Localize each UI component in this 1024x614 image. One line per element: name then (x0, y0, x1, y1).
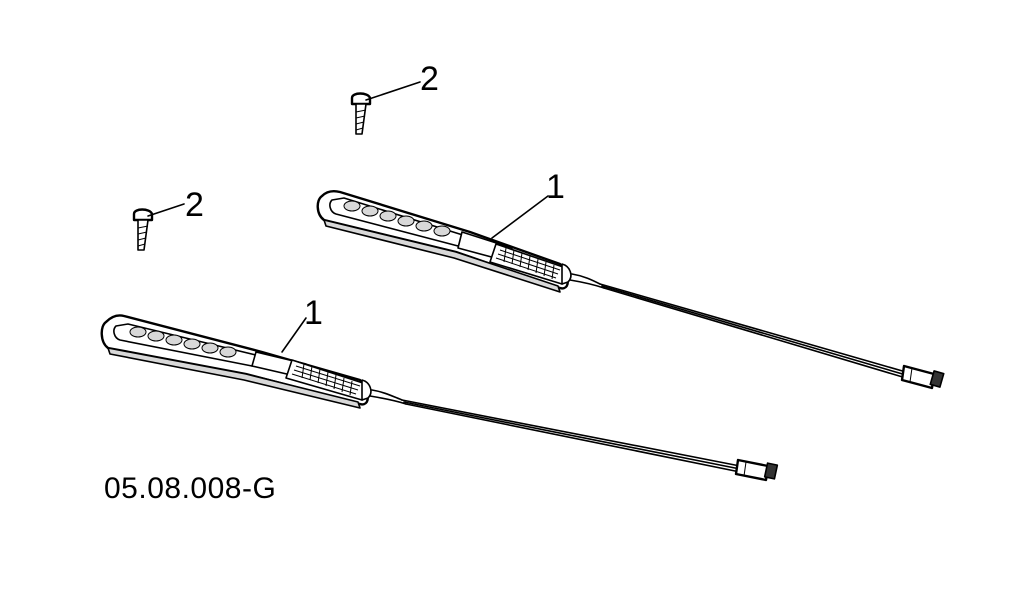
cable-upper (599, 283, 907, 379)
callout-label: 2 (420, 60, 439, 98)
drawing-code: 05.08.008-G (104, 472, 277, 505)
callout-2-upper: 2 (365, 60, 439, 101)
callout-1-lower: 1 (281, 294, 323, 353)
screw-lower (132, 208, 154, 251)
connector-lower (734, 458, 779, 482)
cable-lower (401, 399, 741, 473)
callout-label: 1 (546, 168, 565, 206)
screw-upper (350, 92, 372, 135)
callout-label: 1 (304, 294, 323, 332)
callout-label: 2 (185, 186, 204, 224)
callout-2-lower: 2 (147, 186, 204, 224)
callout-1-upper: 1 (491, 168, 565, 239)
handle-assembly-lower (100, 314, 407, 409)
connector-upper (900, 364, 945, 390)
handle-assembly-upper (316, 190, 605, 293)
